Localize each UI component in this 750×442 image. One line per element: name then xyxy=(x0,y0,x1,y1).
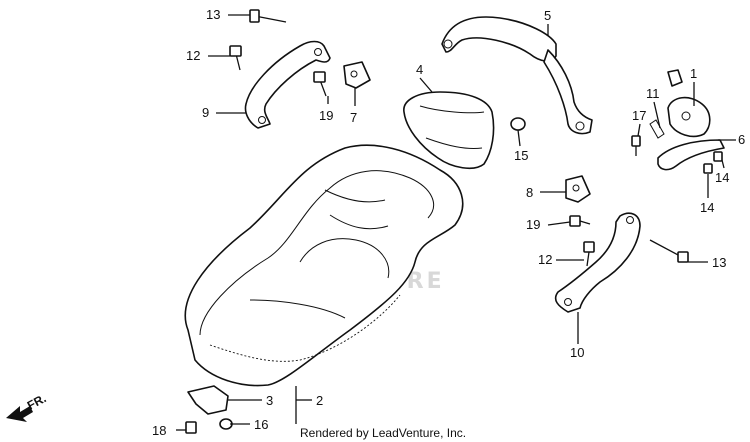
callout-1: 1 xyxy=(690,66,697,81)
callout-3: 3 xyxy=(266,393,273,408)
bolt-14-a[interactable] xyxy=(713,151,723,162)
callout-12-lower: 12 xyxy=(538,252,552,267)
bolt-13-top[interactable] xyxy=(249,9,287,23)
cushion-rubber-lower[interactable] xyxy=(565,175,591,203)
bolt-18[interactable] xyxy=(185,421,197,434)
grab-bracket-right[interactable] xyxy=(554,212,641,313)
callout-11: 11 xyxy=(646,86,660,101)
render-credit: Rendered by LeadVenture, Inc. xyxy=(300,426,466,440)
callout-15: 15 xyxy=(514,148,528,163)
front-arrow-icon xyxy=(6,406,33,422)
front-direction-marker: FR. xyxy=(6,391,48,422)
callout-13-top: 13 xyxy=(206,7,220,22)
nut-15[interactable] xyxy=(510,117,526,131)
callout-17: 17 xyxy=(632,108,646,123)
bolt-12-lower[interactable] xyxy=(583,241,595,267)
grab-bracket-left[interactable] xyxy=(244,40,331,129)
bolt-19-top[interactable] xyxy=(313,71,327,97)
callout-2: 2 xyxy=(316,393,323,408)
callout-8: 8 xyxy=(526,185,533,200)
callout-19-top: 19 xyxy=(319,108,333,123)
callout-16: 16 xyxy=(254,417,268,432)
callout-10: 10 xyxy=(570,345,584,360)
grab-rail[interactable] xyxy=(441,16,593,135)
bolt-13-lower[interactable] xyxy=(649,239,689,263)
bolt-14-b[interactable] xyxy=(703,163,713,174)
callout-7: 7 xyxy=(350,110,357,125)
callout-13-lower: 13 xyxy=(712,255,726,270)
callout-12-top: 12 xyxy=(186,48,200,63)
seat-latch-assembly[interactable] xyxy=(649,69,725,171)
callout-19-lower: 19 xyxy=(526,217,540,232)
bolt-19-lower[interactable] xyxy=(569,215,591,227)
bolt-12-top[interactable] xyxy=(229,45,242,71)
seat-bracket-3[interactable] xyxy=(187,385,229,415)
callout-14-right: 14 xyxy=(715,170,729,185)
callout-6: 6 xyxy=(738,132,745,147)
callout-4: 4 xyxy=(416,62,423,77)
cushion-rubber-upper[interactable] xyxy=(343,61,371,89)
callout-5: 5 xyxy=(544,8,551,23)
callout-14-left: 14 xyxy=(700,200,714,215)
callout-18: 18 xyxy=(152,423,166,438)
seat[interactable] xyxy=(184,144,464,387)
callout-9: 9 xyxy=(202,105,209,120)
backrest-pad[interactable] xyxy=(403,91,495,170)
leader-lines xyxy=(176,14,736,431)
bolt-17[interactable] xyxy=(631,135,641,156)
